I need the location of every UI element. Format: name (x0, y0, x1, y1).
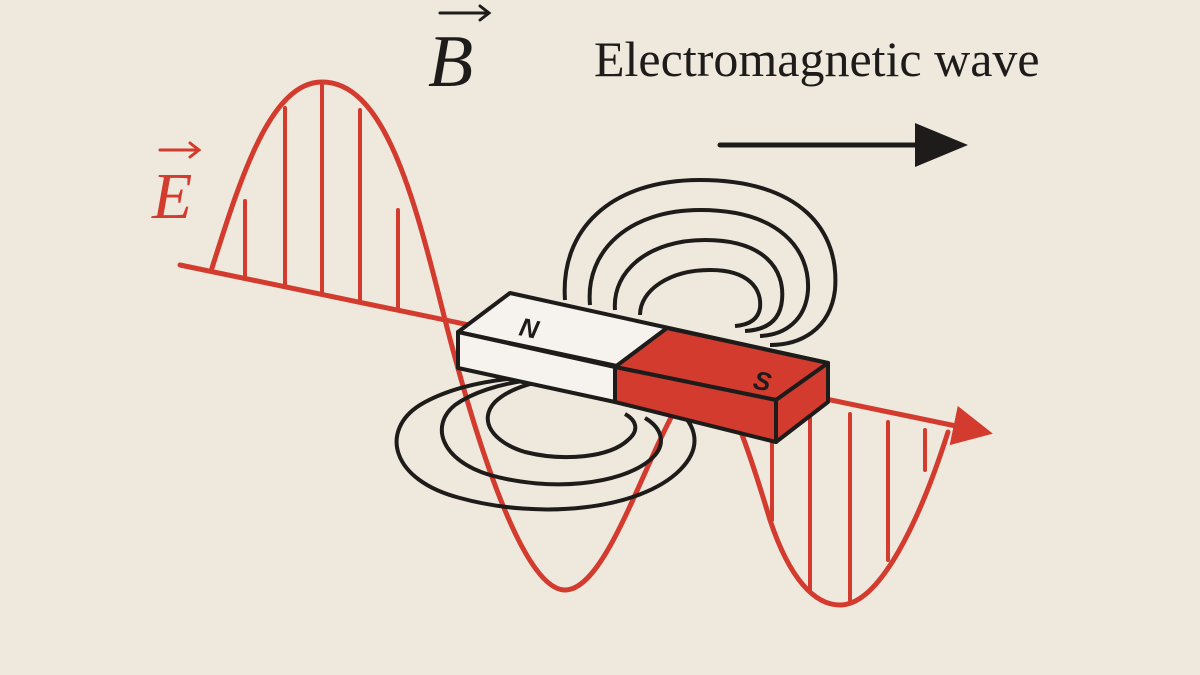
diagram-title: Electromagnetic wave (594, 31, 1040, 87)
vector-arrow-icon (158, 141, 202, 159)
magnetic-field-label-group: B (428, 4, 492, 103)
south-pole-label: S (751, 365, 775, 398)
magnetic-field-label: B (428, 21, 473, 103)
electric-field-label: E (151, 160, 192, 233)
electric-field-label-group: E (151, 141, 202, 233)
magnet-right-end (774, 361, 830, 444)
electric-field-vectors (243, 81, 927, 602)
arrow-right-icon (717, 123, 968, 167)
magnetic-field-lines-upper (562, 177, 838, 347)
bar-magnet: N S (456, 291, 830, 444)
vector-arrow-icon (438, 4, 492, 22)
electric-field-wave (209, 79, 951, 608)
magnetic-field-lines-lower (394, 374, 697, 512)
